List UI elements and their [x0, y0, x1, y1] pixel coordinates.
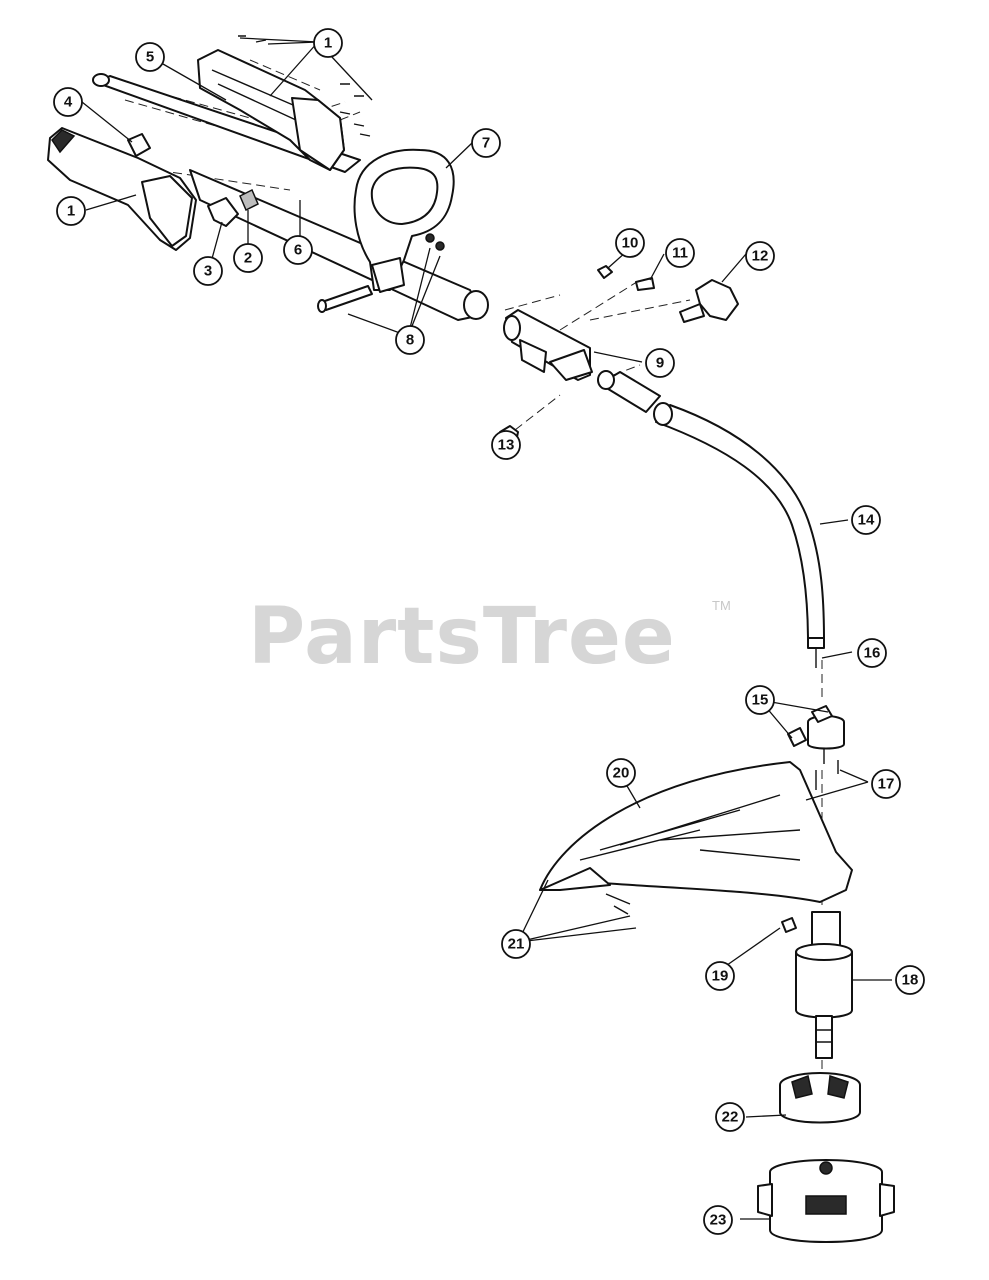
nut-10 [597, 265, 613, 279]
callout-2: 2 [233, 243, 263, 273]
lower-shaft-14 [653, 402, 825, 668]
callout-3: 3 [193, 256, 223, 286]
callout-1-top: 1 [313, 28, 343, 58]
callout-label: 20 [613, 765, 630, 782]
callout-label: 23 [710, 1212, 727, 1229]
coupler [503, 309, 593, 381]
callout-label: 3 [204, 263, 212, 280]
spool-22 [779, 1072, 861, 1124]
callout-19: 19 [705, 961, 735, 991]
callout-label: 10 [622, 235, 639, 252]
callout-label: 19 [712, 968, 729, 985]
callout-1-left: 1 [56, 196, 86, 226]
callout-label: 5 [146, 49, 154, 66]
callout-label: 4 [64, 94, 73, 111]
main-shaft [189, 169, 489, 321]
callout-21: 21 [501, 929, 531, 959]
callout-7: 7 [471, 128, 501, 158]
callout-label: 11 [672, 245, 688, 262]
callout-label: 2 [244, 250, 252, 267]
callout-label: 14 [858, 512, 875, 529]
callout-label: 13 [498, 437, 515, 454]
callout-label: 1 [324, 35, 332, 52]
callout-11: 11 [665, 238, 695, 268]
callout-23: 23 [703, 1205, 733, 1235]
assembly-guide-lines [89, 59, 823, 1085]
callout-8: 8 [395, 325, 425, 355]
throttle-housing [197, 49, 345, 171]
trimmer-head-23 [757, 1159, 895, 1243]
gear-head-18 [795, 911, 853, 1059]
callout-22: 22 [715, 1102, 745, 1132]
callout-6: 6 [283, 235, 313, 265]
callout-13: 13 [491, 430, 521, 460]
screw-19 [781, 917, 797, 933]
callout-17: 17 [871, 769, 901, 799]
shaft-extension [597, 370, 661, 413]
clamp-15 [787, 705, 845, 750]
callout-18: 18 [895, 965, 925, 995]
callout-label: 15 [752, 692, 769, 709]
watermark-logo: PartsTree [248, 592, 676, 682]
callout-label: 8 [406, 332, 414, 349]
callout-label: 7 [482, 135, 490, 152]
hardware-small [127, 35, 371, 227]
callout-15: 15 [745, 685, 775, 715]
debris-shield-20 [539, 761, 853, 915]
screw-11 [635, 277, 655, 291]
callout-5: 5 [135, 42, 165, 72]
callout-10: 10 [615, 228, 645, 258]
callout-label: 1 [67, 203, 75, 220]
callout-label: 16 [864, 645, 881, 662]
callout-12: 12 [745, 241, 775, 271]
callout-16: 16 [857, 638, 887, 668]
loop-handle [317, 148, 455, 313]
callout-20: 20 [606, 758, 636, 788]
callout-14: 14 [851, 505, 881, 535]
drive-tube-upper [92, 73, 361, 173]
callout-9: 9 [645, 348, 675, 378]
callout-label: 12 [752, 248, 769, 265]
callout-label: 17 [878, 776, 895, 793]
callout-4: 4 [53, 87, 83, 117]
watermark-trademark: TM [712, 598, 731, 613]
rear-handle-grip [47, 127, 197, 251]
knob-12 [679, 279, 739, 323]
leader-lines [81, 37, 892, 1220]
callout-label: 9 [656, 355, 664, 372]
callout-label: 18 [902, 972, 919, 989]
callout-label: 22 [722, 1109, 739, 1126]
callout-label: 6 [294, 242, 302, 259]
callout-label: 21 [508, 936, 525, 953]
